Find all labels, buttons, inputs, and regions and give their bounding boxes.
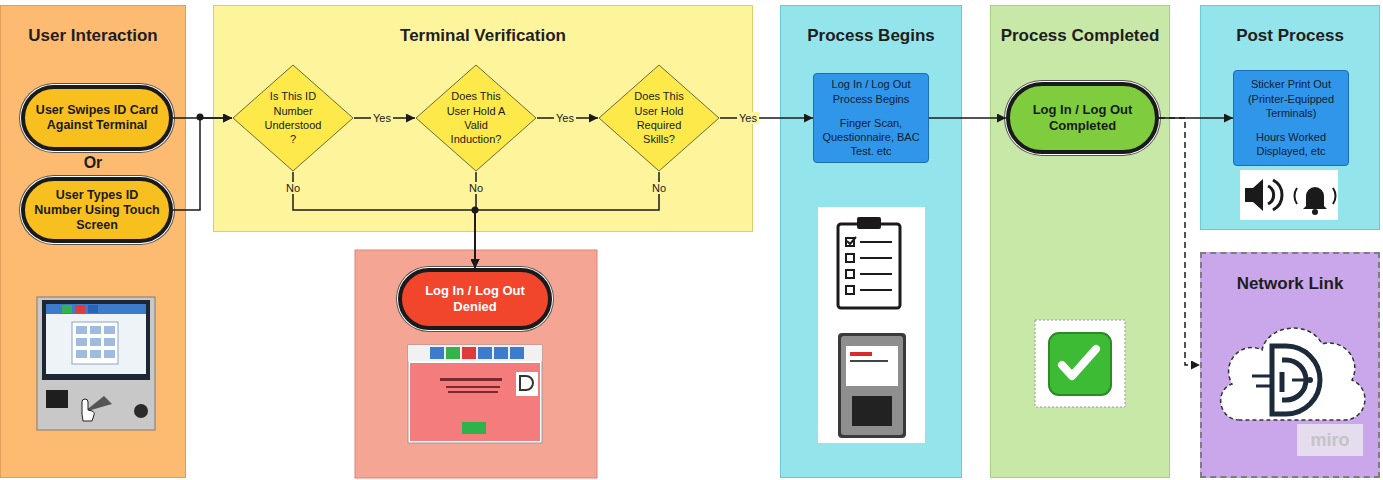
swimlane-band: Post ProcessSticker Print Out (Printer-E…: [1200, 5, 1380, 230]
band-heading: Network Link: [1202, 274, 1378, 294]
process-box: Log In / Log Out Process BeginsFinger Sc…: [813, 73, 929, 163]
sound-and-bell-icons: [1240, 170, 1338, 220]
swimlane-band: User InteractionUser Swipes ID Card Agai…: [0, 5, 186, 478]
swimlane-band: Terminal Verification Is This ID Number U…: [213, 5, 753, 232]
cloud-logo: [1221, 328, 1365, 420]
band-heading: Terminal Verification: [214, 26, 752, 46]
pill-text: User Swipes ID Card Against Terminal: [33, 103, 161, 133]
diamond-outline: [232, 64, 354, 172]
terminal-pill: Log In / Log Out Completed: [1006, 82, 1159, 154]
swimlane-band: Process CompletedLog In / Log Out Comple…: [990, 5, 1170, 478]
process-box: Sticker Print Out (Printer-Equipped Term…: [1233, 70, 1349, 166]
decision-text: Does This User Hold A Valid Induction?: [444, 89, 508, 146]
pill-text: Log In / Log Out Denied: [410, 283, 540, 314]
decision-diamond: Does This User Hold A Valid Induction?: [415, 64, 537, 172]
flow-arrow: [537, 117, 598, 119]
decision-text: Is This ID Number Understood ?: [261, 89, 325, 146]
flow-arrow: [173, 118, 232, 210]
junction-dot: [197, 114, 204, 121]
diamond-outline: [415, 64, 537, 172]
decision-text: Does This User Hold Required Skills?: [627, 89, 691, 146]
check-mark-icon: [1035, 320, 1125, 407]
denied-screen-photo: [408, 345, 542, 443]
box-title: Log In / Log Out Process Begins: [820, 77, 922, 106]
box-title: Sticker Print Out (Printer-Equipped Term…: [1240, 77, 1342, 120]
pill-text: Log In / Log Out Completed: [1018, 102, 1147, 133]
checklist-and-breathalyser: [818, 207, 925, 443]
pill-text: User Types ID Number Using Touch Screen: [33, 188, 161, 233]
flow-arrow: [354, 117, 415, 119]
flow-arrow: [929, 117, 1006, 119]
box-body: Hours Worked Displayed, etc: [1240, 130, 1342, 159]
diamond-outline: [598, 64, 720, 172]
terminal-pill: User Types ID Number Using Touch Screen: [21, 177, 173, 243]
swimlane-band: Network Link: [1200, 252, 1380, 478]
watermark-badge: [1297, 424, 1363, 456]
flow-arrow: [1159, 117, 1233, 119]
decision-diamond: Does This User Hold Required Skills?: [598, 64, 720, 172]
denied-panel: [355, 250, 597, 478]
flow-arrow: [293, 172, 475, 268]
band-heading: Process Begins: [781, 26, 961, 46]
flow-arrow: [720, 117, 813, 119]
dashed-connector: [1159, 118, 1200, 365]
flow-arrow: [475, 172, 659, 268]
junction-dot: [472, 207, 479, 214]
decision-diamond: Is This ID Number Understood ?: [232, 64, 354, 172]
terminal-pill: User Swipes ID Card Against Terminal: [21, 85, 173, 151]
box-body: Finger Scan, Questionnaire, BAC Test. et…: [820, 116, 922, 159]
band-heading: User Interaction: [1, 26, 185, 46]
swimlane-band: Process BeginsLog In / Log Out Process B…: [780, 5, 962, 478]
flow-arrow: [173, 117, 232, 119]
band-heading: Process Completed: [991, 26, 1169, 46]
kiosk-terminal-photo: [37, 297, 155, 430]
flow-arrow: [475, 172, 476, 268]
band-heading: Post Process: [1201, 26, 1379, 46]
terminal-pill: Log In / Log Out Denied: [398, 268, 552, 330]
